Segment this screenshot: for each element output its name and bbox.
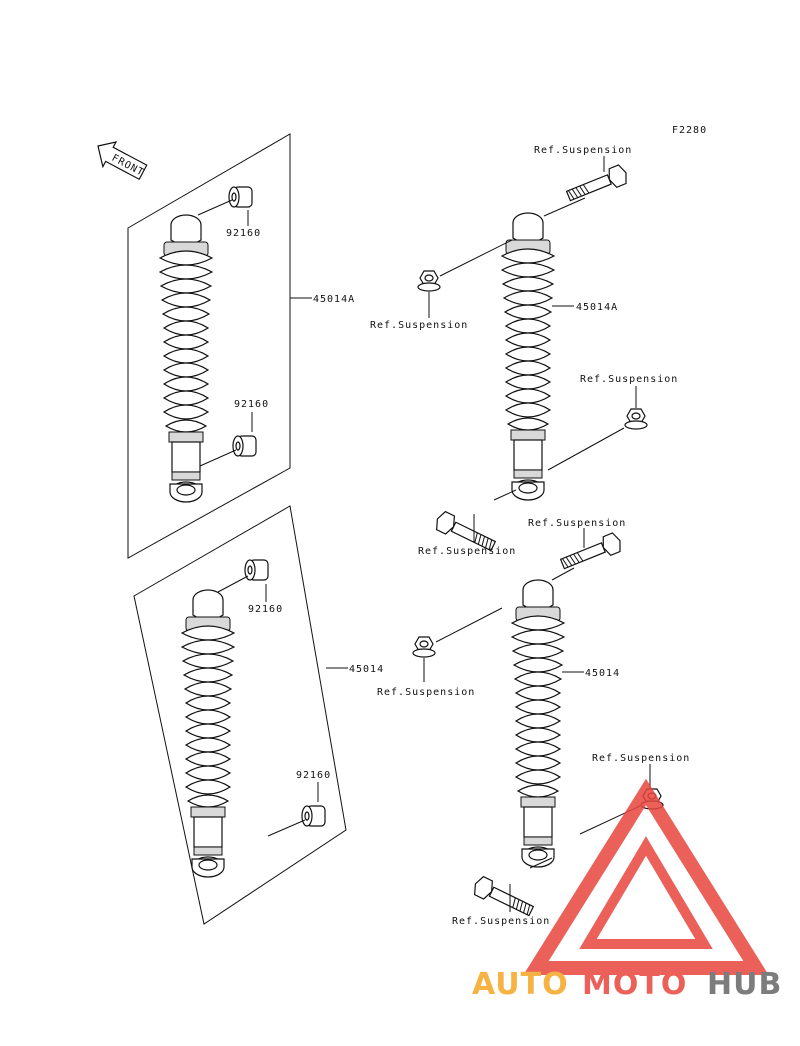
logo-text-moto: MOTO (582, 967, 687, 1002)
ref-label-5: Ref.Suspension (528, 518, 626, 529)
label-45014a-right: 45014A (576, 302, 618, 313)
bushing-92160-bottom-left (232, 435, 257, 457)
nut-ref-2 (417, 270, 441, 292)
label-45014-right: 45014 (585, 668, 620, 679)
shock-45014a-right (501, 212, 555, 501)
ref-label-2: Ref.Suspension (370, 320, 468, 331)
label-92160-a: 92160 (226, 228, 261, 239)
shock-45014a-left (159, 214, 213, 503)
logo-inner-triangle-icon (579, 836, 713, 949)
bushing-92160-top-left (228, 186, 253, 208)
logo-text-hub: HUB (707, 967, 782, 1002)
bolt-ref-5 (558, 530, 625, 574)
ref-label-8: Ref.Suspension (452, 916, 550, 927)
label-45014a-left: 45014A (313, 294, 355, 305)
bolt-ref-1 (564, 162, 631, 206)
label-92160-d: 92160 (296, 770, 331, 781)
ref-label-3: Ref.Suspension (580, 374, 678, 385)
bolt-ref-8 (470, 874, 537, 921)
panel-45014a (127, 133, 291, 559)
ref-label-6: Ref.Suspension (377, 687, 475, 698)
nut-ref-3 (624, 408, 648, 430)
panel-45014 (133, 505, 347, 925)
ref-label-4: Ref.Suspension (418, 546, 516, 557)
ref-label-7: Ref.Suspension (592, 753, 690, 764)
shock-45014-right (511, 579, 565, 868)
bushing-92160-bottom-left2 (301, 805, 326, 827)
label-92160-c: 92160 (248, 604, 283, 615)
logo-text-auto: AUTO (472, 967, 569, 1002)
figure-code: F2280 (672, 125, 707, 136)
label-45014-left: 45014 (349, 664, 384, 675)
front-arrow-icon: FRONT (97, 141, 148, 181)
ref-label-1: Ref.Suspension (534, 145, 632, 156)
logo-triangle-icon (523, 778, 769, 975)
bushing-92160-top-left2 (244, 559, 269, 581)
shock-45014-left (181, 589, 235, 878)
label-92160-b: 92160 (234, 399, 269, 410)
automotohub-logo: AUTO MOTO HUB (472, 778, 782, 1002)
nut-ref-6 (412, 636, 436, 658)
